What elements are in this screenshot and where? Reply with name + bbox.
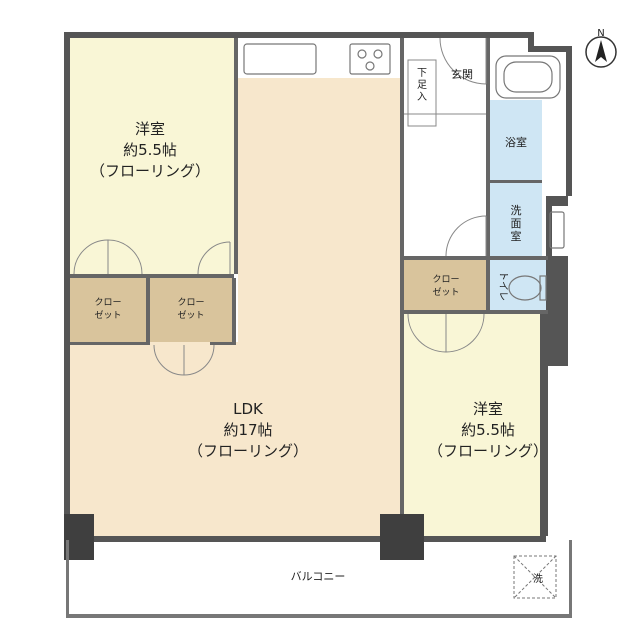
ldk-name: LDK — [233, 400, 264, 418]
closet-c-label-1: クロー — [432, 274, 459, 285]
washroom-label-3: 室 — [511, 229, 522, 243]
laundry-pan — [513, 555, 557, 599]
shoe-closet-label-3: 入 — [417, 92, 427, 103]
closet-a-label-2: ゼット — [94, 309, 121, 321]
ldk-floor: （フローリング） — [188, 442, 308, 460]
room-hallway — [402, 38, 490, 256]
shoe-closet-label-2: 足 — [417, 79, 427, 91]
room-ldk-upper — [238, 78, 402, 342]
room-closet-b — [150, 278, 232, 342]
room-ldk-lower — [70, 342, 402, 536]
closet-b-label-1: クロー — [177, 297, 204, 308]
western-top-size: 約5.5帖 — [123, 141, 177, 159]
washroom-label-1: 洗 — [511, 204, 522, 217]
compass: N — [585, 28, 617, 68]
shoe-closet-label-1: 下 — [417, 68, 427, 79]
interior-walls — [70, 38, 548, 514]
kitchen — [243, 43, 391, 75]
western-top-floor: （フローリング） — [90, 162, 210, 180]
bath-label: 浴室 — [505, 135, 527, 149]
closet-b-label-2: ゼット — [177, 309, 204, 321]
room-toilet — [490, 260, 548, 312]
room-bath — [490, 100, 542, 182]
walls — [64, 32, 572, 618]
western-bottom-name: 洋室 — [473, 400, 503, 418]
laundry-label: 洗 — [533, 573, 543, 585]
balcony-label: バルコニー — [291, 570, 346, 583]
room-closet-a — [70, 278, 146, 342]
fixtures — [508, 211, 565, 301]
room-western-top — [70, 38, 234, 274]
entrance-label: 玄関 — [451, 67, 473, 81]
north-arrow-icon — [595, 40, 607, 62]
compass-ring — [585, 36, 617, 68]
washroom-label-2: 面 — [511, 217, 522, 230]
toilet-label: トイレ — [497, 271, 508, 301]
kitchen-counter — [238, 38, 402, 78]
compass-letter: N — [597, 28, 604, 39]
balcony-area — [68, 540, 572, 616]
bathtub — [495, 55, 561, 99]
closet-a-label-1: クロー — [94, 297, 121, 308]
room-western-bottom — [404, 314, 546, 536]
western-top-name: 洋室 — [135, 120, 165, 138]
western-bottom-size: 約5.5帖 — [461, 421, 515, 439]
room-closet-c — [404, 260, 488, 310]
closet-c-label-2: ゼット — [432, 286, 459, 298]
room-washroom — [490, 182, 542, 258]
ldk-size: 約17帖 — [223, 421, 272, 439]
western-bottom-floor: （フローリング） — [428, 442, 548, 460]
doors — [73, 37, 487, 376]
